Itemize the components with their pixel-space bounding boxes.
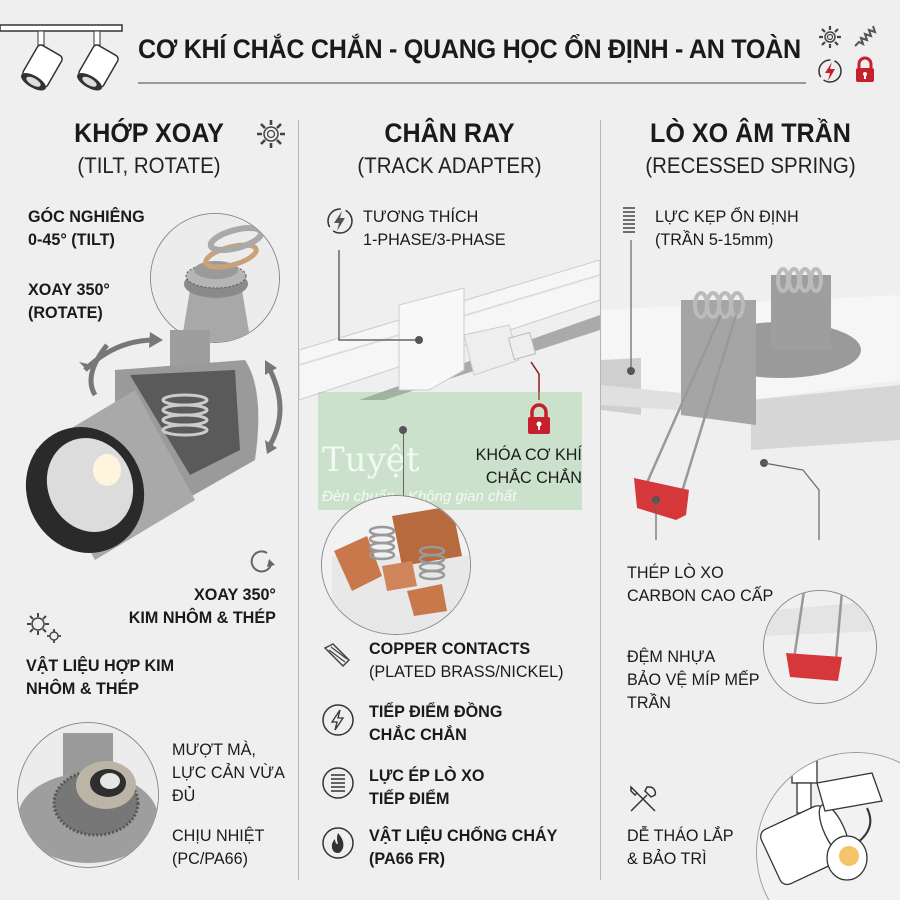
bearing-detail-image [17,722,159,868]
label-copper-contacts-title: COPPER CONTACTS [369,639,531,658]
section-swivel-joint: KHỚP XOAY (TILT, ROTATE) GÓC NGHIÊNG 0-4… [0,0,298,900]
section-subtitle: (TILT, ROTATE) [77,153,221,178]
label-alloy-material: VẬT LIỆU HỢP KIM NHÔM & THÉP [26,656,175,698]
label-smooth: MƯỢT MÀ, LỰC CẢN VỪA ĐỦ [172,740,285,805]
track-adapter-image [298,240,601,405]
lightning-icon [325,206,355,236]
label-rotate-material: XOAY 350° KIM NHÔM & THÉP [128,585,276,627]
section-subtitle: (RECESSED SPRING) [645,153,856,178]
section-title: LÒ XO ÂM TRẦN [650,118,851,148]
label-tilt-angle: GÓC NGHIÊNG 0-45° (TILT) [28,207,145,249]
label-heat-resistant: CHỊU NHIỆT (PC/PA66) [172,826,265,868]
track-light-icon [0,22,125,92]
callout-dot [399,426,407,434]
label-copper-contacts-sub: (PLATED BRASS/NICKEL) [369,662,564,681]
spring-circle-icon [321,766,355,800]
label-plastic-pad: ĐỆM NHỰA BẢO VỆ MÍP MẾP TRẦN [627,647,760,712]
joint-detail-image [150,213,280,343]
flame-circle-icon [321,826,355,860]
lightning-circle-icon [321,703,355,737]
label-mechanical-lock: KHÓA CƠ KHÍ CHẮC CHẮN [475,445,582,487]
label-rotate: XOAY 350° (ROTATE) [28,280,110,322]
callout-line [403,430,404,510]
section-recessed-spring: LÒ XO ÂM TRẦN (RECESSED SPRING) LỰC KẸP … [601,0,900,900]
assembly-detail-image [756,752,900,900]
copper-contact-icon [321,640,353,670]
spring-icon [621,205,637,239]
label-copper-contact-solid: TIẾP ĐIỂM ĐỒNG CHẮC CHẮN [369,702,503,744]
section-title: KHỚP XOAY [74,118,224,148]
watermark-brand: Tuyệt [322,440,420,480]
rotate-icon [247,549,277,575]
column-divider [600,120,601,880]
watermark-band [318,392,582,510]
gear-icon [817,24,843,50]
label-phase-compatible: TƯƠNG THÍCH 1-PHASE/3-PHASE [363,207,506,249]
section-subtitle: (TRACK ADAPTER) [357,153,542,178]
gear-icon [255,118,287,150]
section-title: CHÂN RAY [384,118,515,148]
lightning-icon [817,58,843,84]
tools-icon [627,783,659,815]
label-clamp-force: LỰC KẸP ỔN ĐỊNH (TRẦN 5-15mm) [655,207,799,249]
lock-icon [853,56,877,84]
column-divider [298,120,299,880]
page-title: CƠ KHÍ CHẮC CHẮN - QUANG HỌC ỔN ĐỊNH - A… [138,34,801,64]
label-spring-pressure: LỰC ÉP LÒ XO TIẾP ĐIỂM [369,766,485,808]
section-track-adapter: CHÂN RAY (TRACK ADAPTER) TƯƠNG THÍCH 1-P… [298,0,601,900]
header-divider [138,82,806,84]
gears-icon [24,610,64,646]
copper-contacts-image [321,495,471,635]
label-easy-maintenance: DỄ THÁO LẮP & BẢO TRÌ [627,826,734,868]
lock-icon [525,402,553,436]
recessed-spring-image [601,240,900,545]
spring-icon [853,22,877,50]
swivel-lamp-image [15,330,285,565]
label-carbon-steel: THÉP LÒ XO CARBON CAO CẤP [627,563,774,605]
rubber-pad-detail-image [763,590,877,704]
label-fire-resistant: VẬT LIỆU CHỐNG CHÁY (PA66 FR) [369,826,558,868]
